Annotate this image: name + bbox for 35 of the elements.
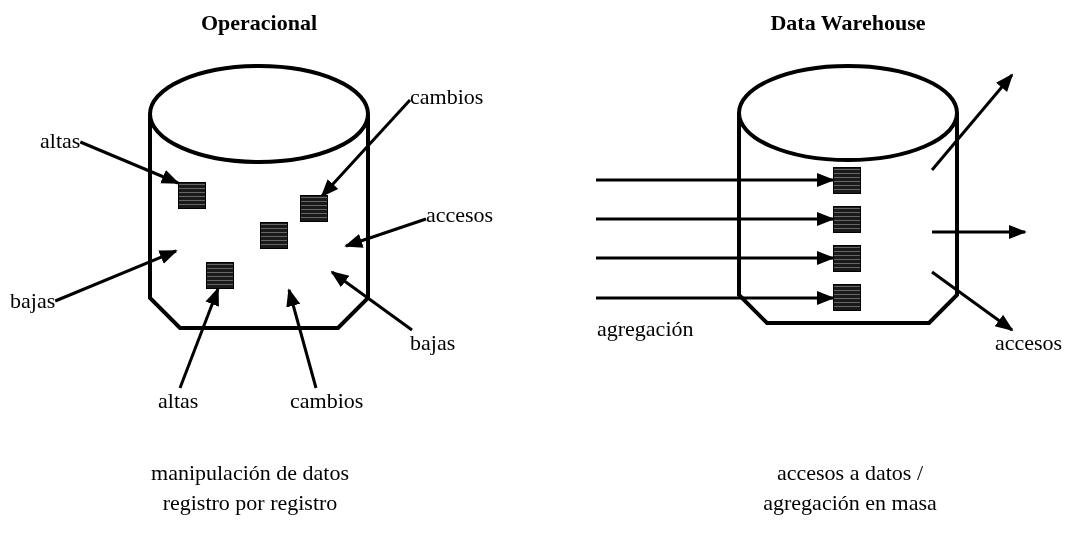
record-square <box>206 262 234 289</box>
arrow-label: bajas <box>410 330 456 356</box>
arrow <box>596 290 835 306</box>
heading: Operacional <box>199 10 319 36</box>
record-square <box>833 167 861 194</box>
arrow <box>930 73 1014 171</box>
arrow <box>596 211 835 227</box>
arrow-label: accesos <box>995 330 1063 356</box>
arrow <box>344 217 427 248</box>
record-square <box>833 245 861 272</box>
record-square <box>300 195 328 222</box>
arrow-label: altas <box>158 388 199 414</box>
arrow-label: bajas <box>10 288 56 314</box>
arrow <box>596 172 835 188</box>
arrow <box>79 140 180 185</box>
arrow <box>931 270 1014 332</box>
arrow <box>320 99 412 198</box>
heading: Data Warehouse <box>769 10 927 36</box>
arrow <box>596 250 835 266</box>
arrow-label: accesos <box>426 202 494 228</box>
arrow <box>54 249 178 303</box>
arrow <box>286 288 318 389</box>
arrow-label: altas <box>40 128 81 154</box>
arrow-label: cambios <box>290 388 364 414</box>
arrow <box>932 224 1027 240</box>
caption: manipulación de datos registro por registro <box>150 459 350 517</box>
arrow <box>178 287 220 389</box>
arrow <box>330 270 413 332</box>
record-square <box>833 284 861 311</box>
caption: accesos a datos / agregación en masa <box>762 459 938 517</box>
record-square <box>178 182 206 209</box>
record-square <box>833 206 861 233</box>
arrow-label: agregación <box>597 316 694 342</box>
record-square <box>260 222 288 249</box>
arrow-label: cambios <box>410 84 484 110</box>
